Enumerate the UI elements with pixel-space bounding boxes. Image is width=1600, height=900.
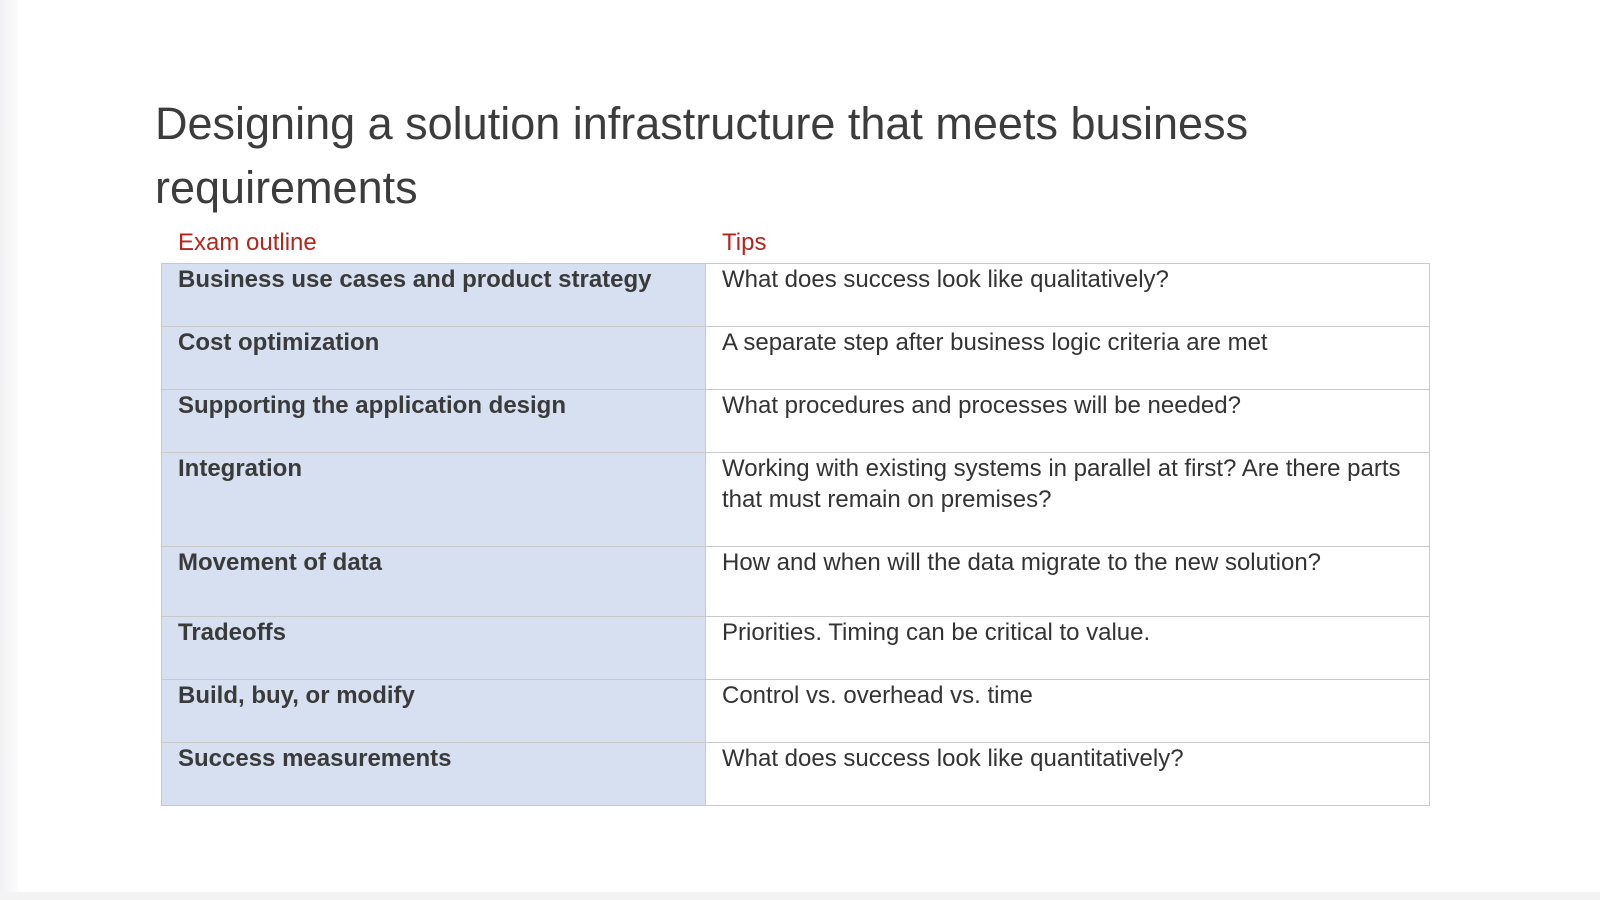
- tip-cell: A separate step after business logic cri…: [705, 326, 1430, 390]
- outline-table: Business use cases and product strategy …: [161, 263, 1430, 806]
- tip-cell: What does success look like quantitative…: [705, 742, 1430, 806]
- outline-cell: Cost optimization: [161, 326, 706, 390]
- outline-cell: Integration: [161, 452, 706, 547]
- table-row: Supporting the application design What p…: [161, 389, 1430, 453]
- outline-cell: Movement of data: [161, 546, 706, 617]
- tip-cell: Control vs. overhead vs. time: [705, 679, 1430, 743]
- bottom-edge-shade: [0, 892, 1600, 900]
- table-row: Tradeoffs Priorities. Timing can be crit…: [161, 616, 1430, 680]
- outline-cell: Business use cases and product strategy: [161, 263, 706, 327]
- tips-heading: Tips: [722, 229, 767, 256]
- tip-cell: What does success look like qualitativel…: [705, 263, 1430, 327]
- outline-cell: Supporting the application design: [161, 389, 706, 453]
- left-edge-shade: [0, 0, 18, 900]
- table-row: Build, buy, or modify Control vs. overhe…: [161, 679, 1430, 743]
- tip-cell: What procedures and processes will be ne…: [705, 389, 1430, 453]
- slide-title: Designing a solution infrastructure that…: [155, 98, 1249, 213]
- table-row: Success measurements What does success l…: [161, 742, 1430, 806]
- table-row: Movement of data How and when will the d…: [161, 546, 1430, 617]
- table-row: Business use cases and product strategy …: [161, 263, 1430, 327]
- outline-cell: Build, buy, or modify: [161, 679, 706, 743]
- exam-outline-heading: Exam outline: [178, 229, 317, 256]
- tip-cell: Priorities. Timing can be critical to va…: [705, 616, 1430, 680]
- outline-cell: Tradeoffs: [161, 616, 706, 680]
- table-row: Cost optimization A separate step after …: [161, 326, 1430, 390]
- table-row: Integration Working with existing system…: [161, 452, 1430, 547]
- tip-cell: How and when will the data migrate to th…: [705, 546, 1430, 617]
- outline-cell: Success measurements: [161, 742, 706, 806]
- tip-cell: Working with existing systems in paralle…: [705, 452, 1430, 547]
